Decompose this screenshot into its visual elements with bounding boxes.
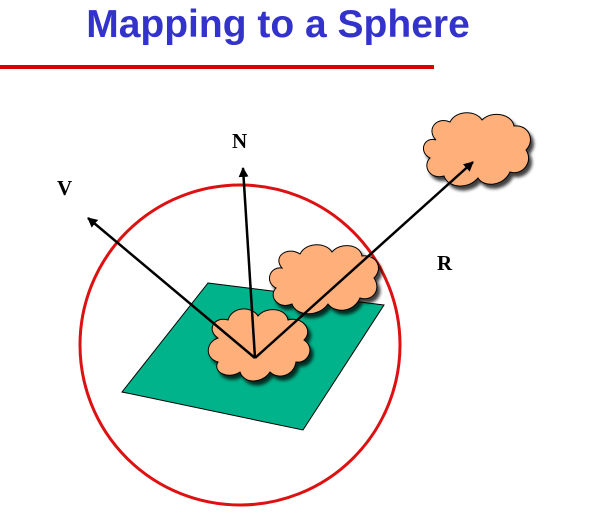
normal-label: N bbox=[232, 129, 247, 153]
slide-title: Mapping to a Sphere bbox=[86, 3, 470, 46]
sphere-cloud bbox=[268, 244, 379, 315]
normal-vector bbox=[238, 167, 257, 359]
view-vector bbox=[87, 217, 256, 359]
surface-cloud bbox=[207, 308, 311, 382]
view-label: V bbox=[57, 176, 72, 200]
environment-cloud bbox=[422, 112, 531, 187]
environment-sphere bbox=[78, 183, 402, 507]
reflection-label: R bbox=[437, 251, 453, 275]
title-underline bbox=[0, 65, 434, 69]
reflection-vector bbox=[254, 161, 474, 359]
